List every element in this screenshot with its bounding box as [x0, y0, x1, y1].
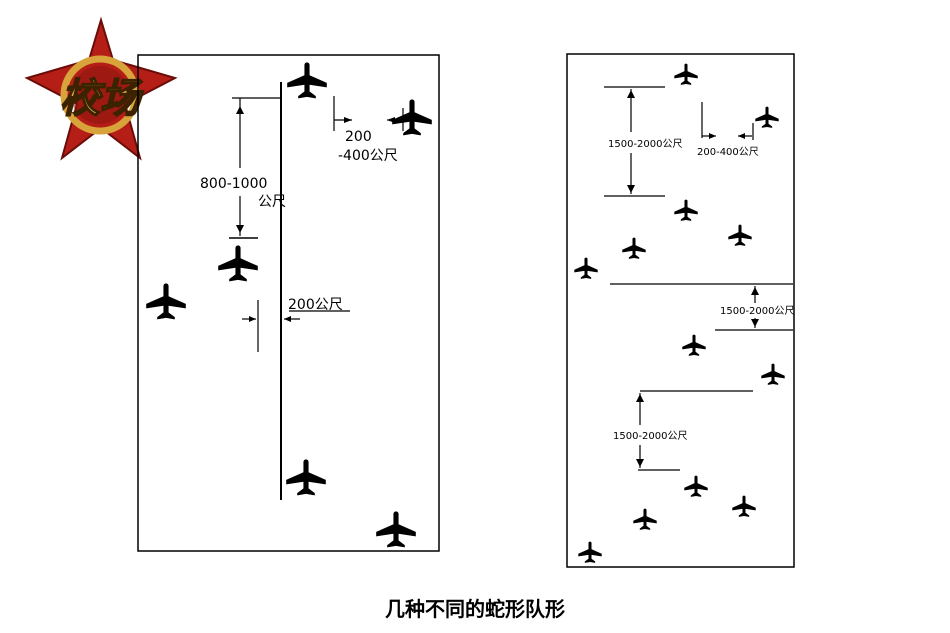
label-side-spacing: 200-400公尺 [697, 146, 759, 158]
aircraft-icon [574, 257, 598, 279]
aircraft-icon [578, 541, 602, 563]
figure-caption: 几种不同的蛇形队形 [385, 597, 565, 621]
right-panel-labels: 1500-2000公尺 200-400公尺 1500-2000公尺 1500-2… [608, 138, 795, 442]
aircraft-icon [146, 283, 186, 320]
right-panel-arrows [627, 90, 759, 467]
label-long-spacing-value: 800-1000 [200, 176, 267, 192]
aircraft-icon [392, 99, 432, 136]
aircraft-icon [682, 334, 706, 356]
right-panel-frame [566, 53, 795, 568]
aircraft-icon [732, 495, 756, 517]
aircraft-icon [286, 459, 326, 496]
logo: 校场 [24, 16, 178, 161]
aircraft-icon [728, 224, 752, 246]
aircraft-icon [684, 475, 708, 497]
aircraft-icon [633, 508, 657, 530]
aircraft-icon [674, 199, 698, 221]
aircraft-icon [287, 62, 327, 99]
left-panel-labels: 800-1000 公尺 200 -400公尺 200公尺 [200, 129, 398, 313]
aircraft-icon [761, 363, 785, 385]
aircraft-icon [218, 245, 258, 282]
aircraft-icon [674, 63, 698, 85]
logo-title: 校场 [60, 76, 144, 122]
label-side-spacing-unit: -400公尺 [338, 148, 398, 164]
aircraft-icon [755, 106, 779, 128]
left-panel-arrows [236, 106, 395, 322]
logo-ring [60, 55, 140, 135]
aircraft-icon [622, 237, 646, 259]
label-bottom-spacing: 1500-2000公尺 [613, 430, 688, 442]
label-long-spacing-unit: 公尺 [258, 194, 286, 210]
label-top-spacing: 1500-2000公尺 [608, 138, 683, 150]
label-lateral-spacing: 200公尺 [288, 297, 343, 313]
label-middle-spacing: 1500-2000公尺 [720, 305, 795, 317]
left-panel-frame [137, 54, 440, 552]
label-side-spacing-value: 200 [345, 129, 372, 145]
aircraft-icon [376, 511, 416, 548]
